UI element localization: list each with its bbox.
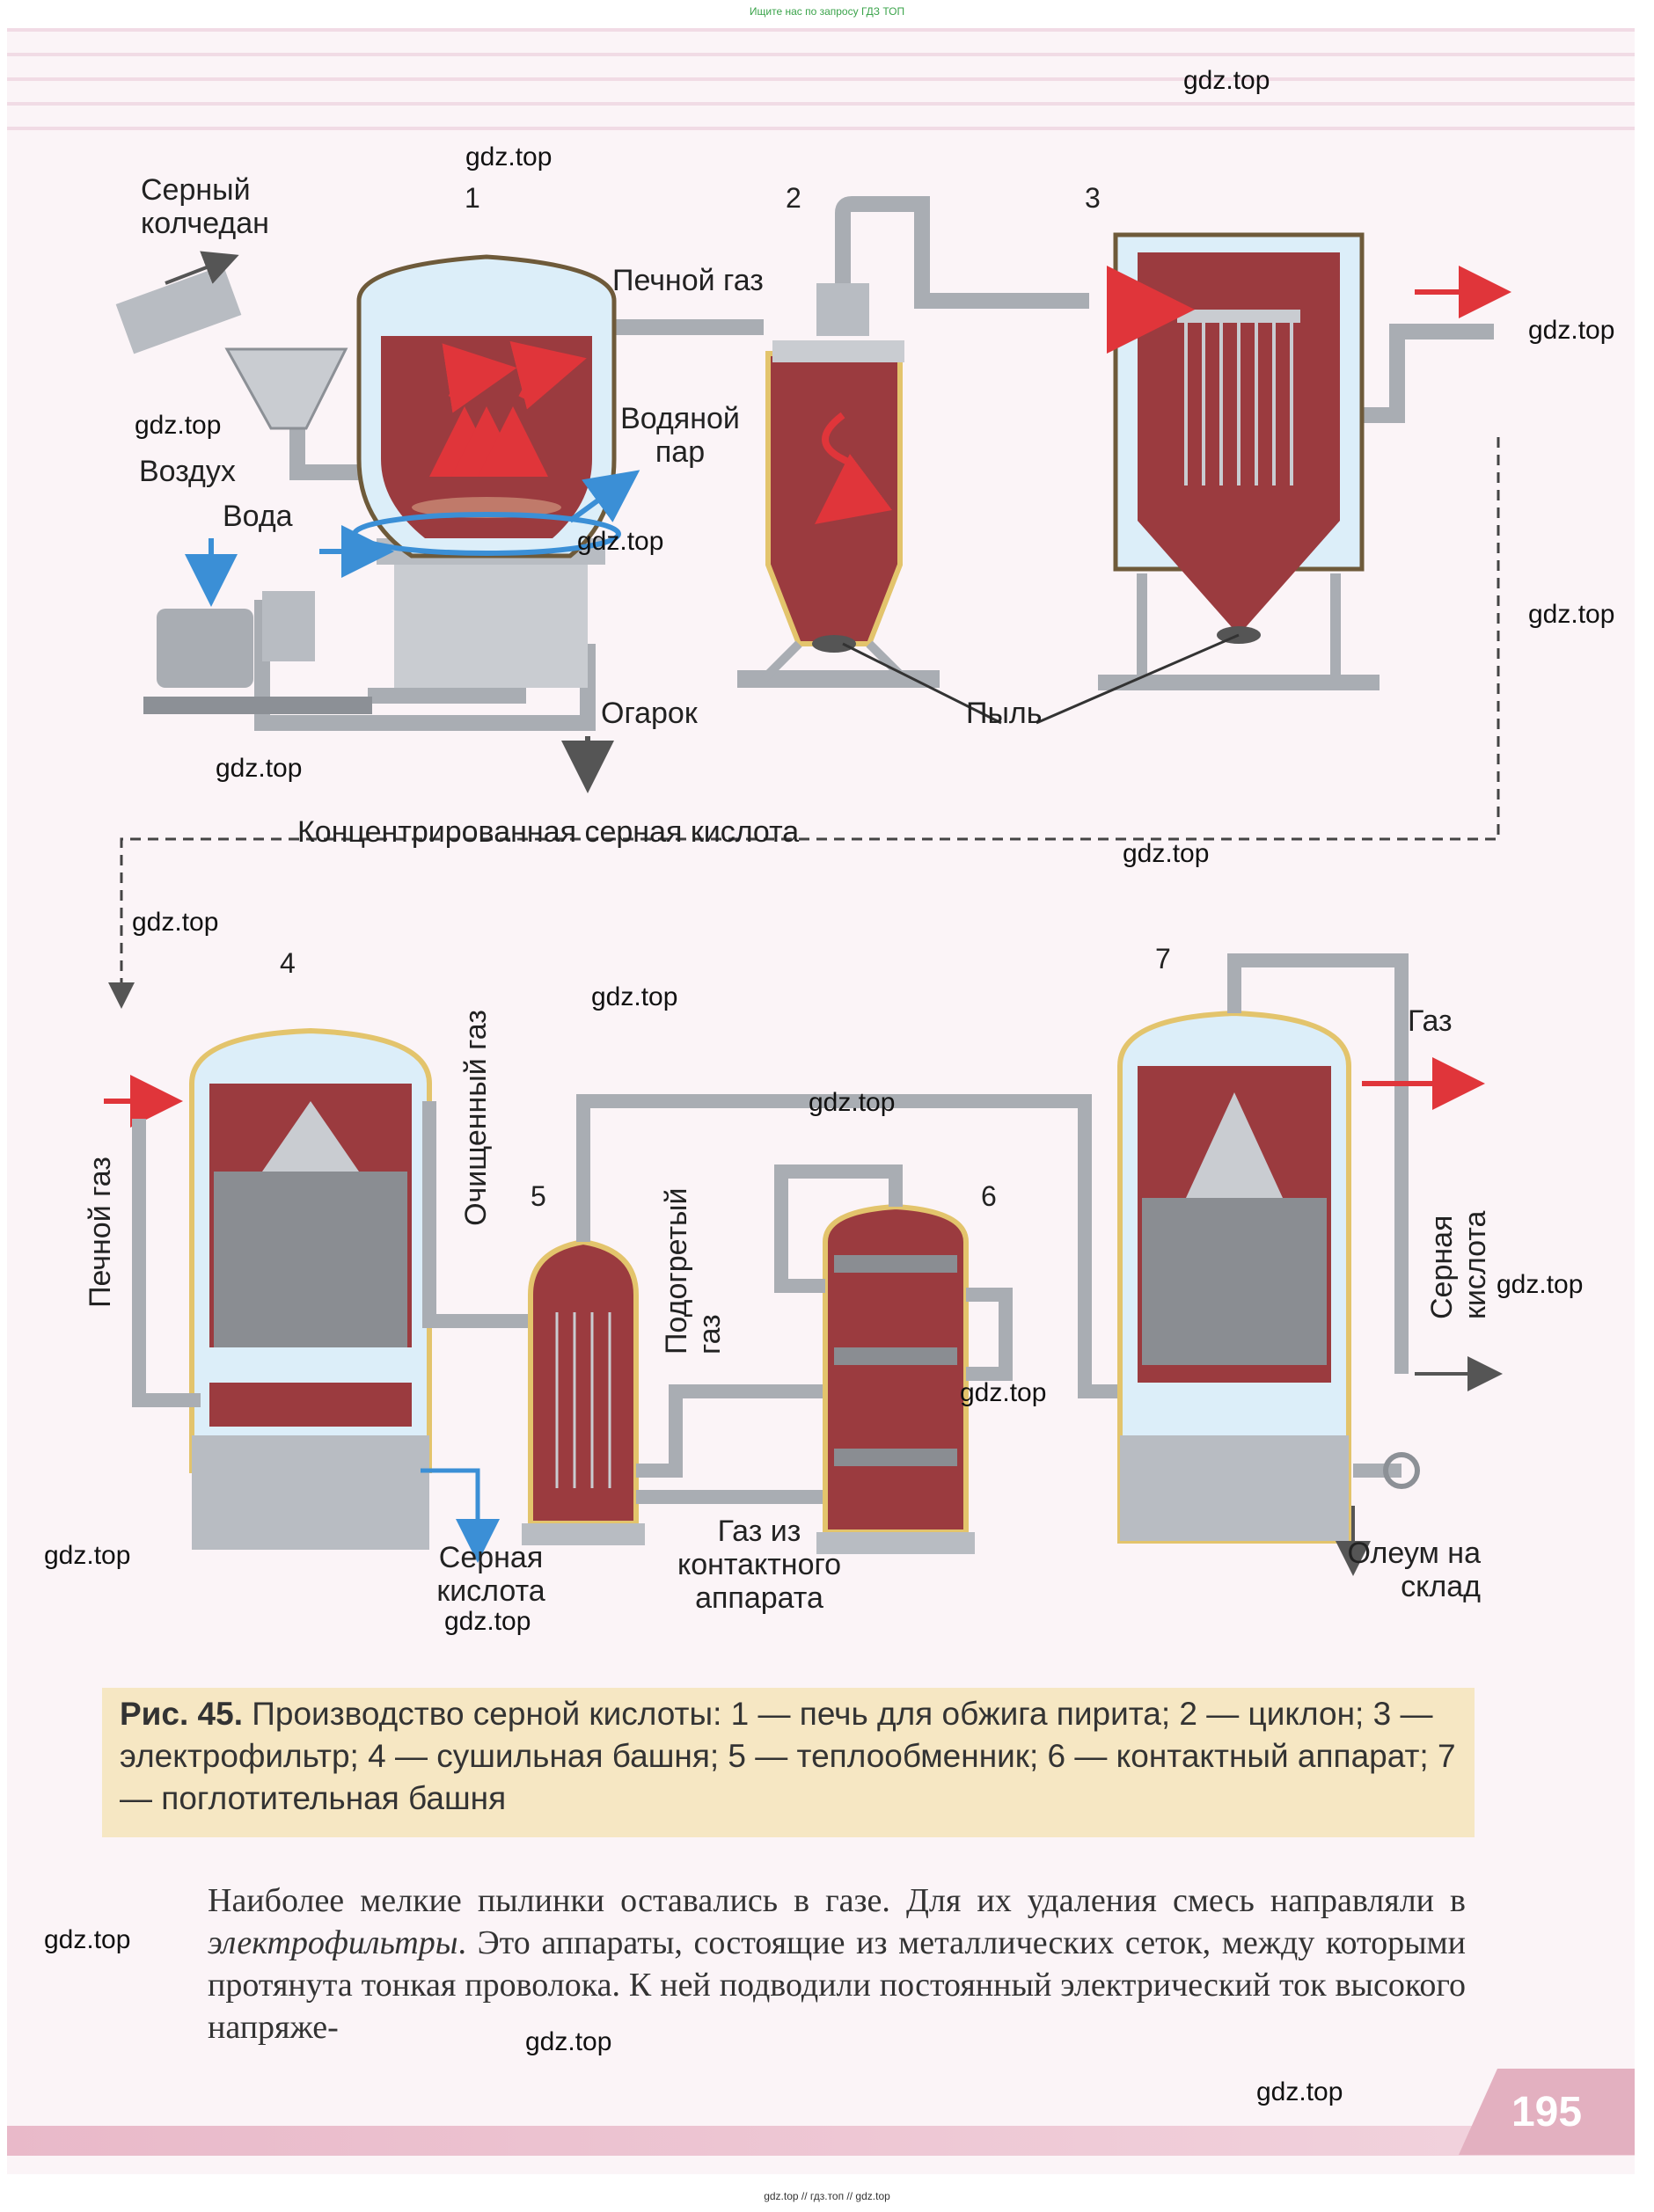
label-num-6: 6 (981, 1180, 997, 1212)
heat-exchanger-5 (522, 1094, 1124, 1545)
label-steam: Водяной пар (620, 402, 740, 469)
watermark: gdz.top (44, 1925, 131, 1954)
label-num-4: 4 (280, 947, 296, 979)
label-cleaned-gas: Очищенный газ (458, 1010, 493, 1226)
label-dust: Пыль (966, 697, 1043, 730)
watermark: gdz.top (132, 908, 219, 937)
body-paragraph: Наиболее мелкие пылинки оставались в газ… (208, 1880, 1466, 2048)
sulfuric-acid-production-diagram (104, 196, 1511, 1576)
absorption-tower-7 (1117, 953, 1503, 1576)
watermark: gdz.top (44, 1541, 131, 1570)
label-oleum: Олеум на склад (1347, 1537, 1481, 1603)
electrofilter-3 (1098, 232, 1511, 690)
label-heated-gas: Подогретый газ (660, 1187, 727, 1354)
watermark: gdz.top (1183, 66, 1270, 95)
footer-band (7, 2126, 1635, 2156)
figure-caption: Рис. 45. Производство серной кислоты: 1 … (102, 1688, 1475, 1837)
label-num-2: 2 (786, 182, 801, 214)
watermark: gdz.top (444, 1607, 531, 1636)
pyrite-feeder (115, 251, 348, 430)
watermark: gdz.top (960, 1378, 1047, 1407)
label-air: Воздух (139, 455, 236, 488)
label-furnace-gas-top: Печной газ (612, 264, 764, 297)
furnace-1 (185, 254, 640, 793)
body-text-1: Наиболее мелкие пылинки оставались в газ… (208, 1882, 1466, 1919)
page-number: 195 (1459, 2069, 1635, 2155)
label-sulfuric-acid-right: Серная кислота (1425, 1210, 1492, 1319)
label-num-5: 5 (531, 1180, 546, 1212)
label-num-1: 1 (465, 182, 480, 214)
label-sulfuric-acid-bottom: Серная кислота (436, 1541, 545, 1608)
body-emphasis: электрофильтры (208, 1924, 458, 1961)
watermark: gdz.top (809, 1088, 896, 1117)
label-pyrite: Серный колчедан (141, 173, 269, 240)
watermark: gdz.top (135, 411, 222, 440)
cyclone-2 (737, 283, 940, 688)
figure-number: Рис. 45. (120, 1696, 243, 1732)
watermark: gdz.top (1497, 1270, 1584, 1299)
label-concentrated-acid: Концентрированная серная кислота (297, 815, 800, 849)
watermark: gdz.top (1256, 2077, 1343, 2106)
textbook-page: 1 2 3 4 5 6 7 Серный колчедан Печной газ… (7, 28, 1635, 2174)
watermark: gdz.top (525, 2027, 612, 2056)
label-num-3: 3 (1085, 182, 1101, 214)
footer-links[interactable]: gdz.top // гдз.топ // gdz.top (764, 2190, 890, 2202)
label-water: Вода (223, 500, 293, 533)
body-text-2: . Это аппараты, состоящие из металлическ… (208, 1924, 1466, 2046)
label-num-7: 7 (1155, 943, 1171, 975)
label-gas-out: Газ (1408, 1004, 1453, 1038)
watermark: gdz.top (216, 754, 303, 783)
header-band (7, 28, 1635, 151)
watermark: gdz.top (577, 527, 664, 556)
label-cinder: Огарок (601, 697, 698, 730)
watermark: gdz.top (1528, 316, 1615, 345)
water-pump (143, 591, 372, 714)
label-gas-from-contact: Газ из контактного аппарата (677, 1515, 842, 1615)
drying-tower-4 (104, 1027, 544, 1563)
label-furnace-gas-left: Печной газ (83, 1157, 117, 1308)
contact-apparatus-6 (774, 1164, 1013, 1554)
acid-flow-dashed-line (108, 437, 1500, 1009)
top-search-link[interactable]: Ищите нас по запросу ГДЗ ТОП (749, 5, 905, 18)
caption-text: Производство серной кислоты: 1 — печь дл… (120, 1696, 1456, 1816)
watermark: gdz.top (1123, 839, 1210, 868)
watermark: gdz.top (465, 142, 553, 172)
watermark: gdz.top (1528, 600, 1615, 629)
watermark: gdz.top (591, 982, 678, 1011)
